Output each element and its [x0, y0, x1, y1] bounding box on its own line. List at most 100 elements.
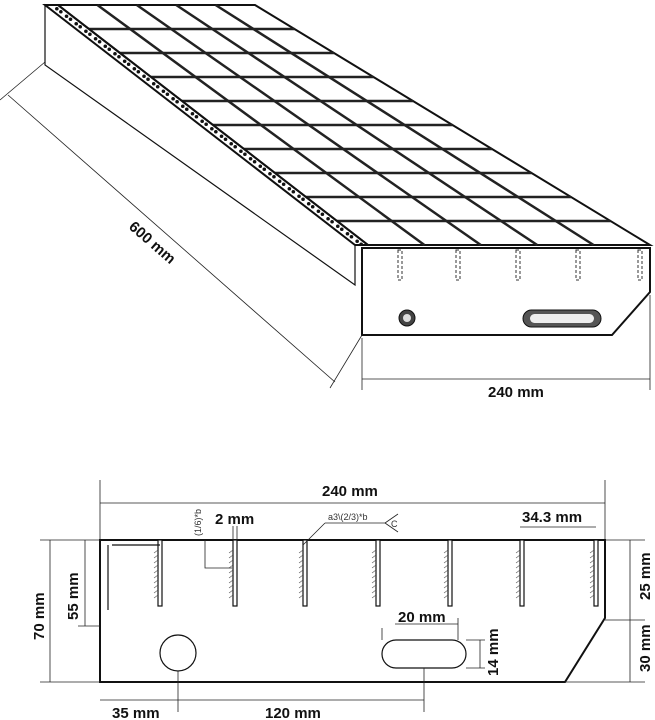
- weld-hatch: [443, 574, 449, 579]
- weld-hatch: [371, 549, 377, 554]
- weld-hatch: [228, 594, 234, 599]
- iso-width-label: 240 mm: [488, 384, 544, 401]
- perforation-hole: [233, 144, 238, 149]
- perforation-hole: [113, 51, 117, 56]
- perforation-hole: [200, 119, 204, 124]
- perforation-hole: [136, 69, 141, 74]
- perforation-hole: [190, 111, 195, 116]
- perforation-hole: [316, 209, 321, 214]
- bar-thickness-label: 2 mm: [215, 511, 254, 528]
- bar-end: [455, 249, 461, 281]
- weld-hatch: [153, 564, 159, 569]
- bar-end: [515, 249, 521, 281]
- weld-hatch: [298, 569, 304, 574]
- perforation-hole: [194, 114, 199, 119]
- bar-end: [637, 249, 643, 281]
- slot-width-label: 20 mm: [398, 609, 446, 626]
- weld-hatch: [371, 589, 377, 594]
- weld-hatch: [153, 554, 159, 559]
- front-plate: [361, 247, 651, 336]
- weld-hatch: [589, 594, 595, 599]
- perforation-hole: [272, 174, 276, 179]
- perforation-hole: [239, 149, 243, 154]
- front-plate-outline: [99, 539, 606, 683]
- weld-hatch: [515, 554, 521, 559]
- perforation-hole: [97, 39, 102, 44]
- perforation-hole: [122, 59, 127, 64]
- perforation-hole: [252, 159, 257, 164]
- perforation-hole: [277, 179, 282, 184]
- weld-hatch: [371, 559, 377, 564]
- bar-end: [575, 249, 581, 281]
- weld-hatch: [228, 559, 234, 564]
- side-face: [44, 3, 356, 287]
- bearing-bar-section: [302, 539, 308, 607]
- weld-hatch: [443, 589, 449, 594]
- weld-hatch: [515, 559, 521, 564]
- weld-hatch: [589, 554, 595, 559]
- weld-hatch: [371, 594, 377, 599]
- front-mounting-slot: [381, 639, 467, 669]
- weld-hatch: [371, 554, 377, 559]
- perforation-hole: [171, 96, 175, 101]
- bar-height-label: 55 mm: [65, 572, 82, 620]
- perforation-hole: [184, 107, 189, 112]
- perforation-hole: [107, 47, 112, 52]
- front-mounting-hole: [159, 634, 197, 672]
- bearing-bars: [153, 539, 599, 607]
- perforation-hole: [204, 122, 208, 127]
- weld-hatch: [589, 574, 595, 579]
- perforation-hole: [229, 141, 234, 146]
- perforation-hole: [132, 66, 137, 71]
- weld-symbol: C: [391, 519, 398, 529]
- weld-hatch: [298, 584, 304, 589]
- perforation-holes: [55, 6, 363, 247]
- bearing-bar-section: [232, 539, 238, 607]
- weld-hatch: [443, 584, 449, 589]
- perforation-hole: [339, 227, 344, 232]
- weld-hatch: [298, 579, 304, 584]
- weld-hatch: [298, 594, 304, 599]
- weld-hatch: [298, 549, 304, 554]
- perforation-hole: [355, 239, 359, 244]
- weld-hatch: [443, 569, 449, 574]
- weld-hatch: [153, 579, 159, 584]
- perforation-hole: [287, 186, 292, 191]
- slot-height-label: 14 mm: [485, 628, 502, 676]
- weld-hatch: [443, 549, 449, 554]
- weld-hatch: [589, 584, 595, 589]
- fraction-label: (1/6)*b: [193, 509, 203, 536]
- weld-hatch: [515, 569, 521, 574]
- perforation-hole: [175, 99, 179, 104]
- weld-hatch: [298, 554, 304, 559]
- bar-end: [397, 249, 403, 281]
- bearing-bar-section: [447, 539, 453, 607]
- perforation-hole: [180, 104, 185, 109]
- weld-hatch: [371, 574, 377, 579]
- weld-hatch: [589, 549, 595, 554]
- perforation-hole: [88, 32, 92, 37]
- weld-hatch: [443, 564, 449, 569]
- height-label: 70 mm: [31, 592, 48, 640]
- weld-hatch: [228, 589, 234, 594]
- weld-hatch: [153, 584, 159, 589]
- perforation-hole: [306, 201, 311, 206]
- perforation-hole: [84, 29, 88, 34]
- perforation-hole: [349, 234, 354, 239]
- angle-bracket: [107, 544, 160, 610]
- perforation-hole: [117, 54, 121, 59]
- weld-hatch: [228, 549, 234, 554]
- weld-hatch: [589, 564, 595, 569]
- perforation-hole: [59, 9, 63, 14]
- perforation-hole: [262, 167, 267, 172]
- weld-hatch: [153, 569, 159, 574]
- perforation-hole: [330, 219, 334, 224]
- weld-hatch: [443, 579, 449, 584]
- weld-hatch: [515, 549, 521, 554]
- perforation-hole: [103, 44, 108, 49]
- bearing-bar-section: [375, 539, 381, 607]
- perforation-hole: [248, 156, 253, 161]
- weld-hatch: [371, 564, 377, 569]
- weld-hatch: [228, 574, 234, 579]
